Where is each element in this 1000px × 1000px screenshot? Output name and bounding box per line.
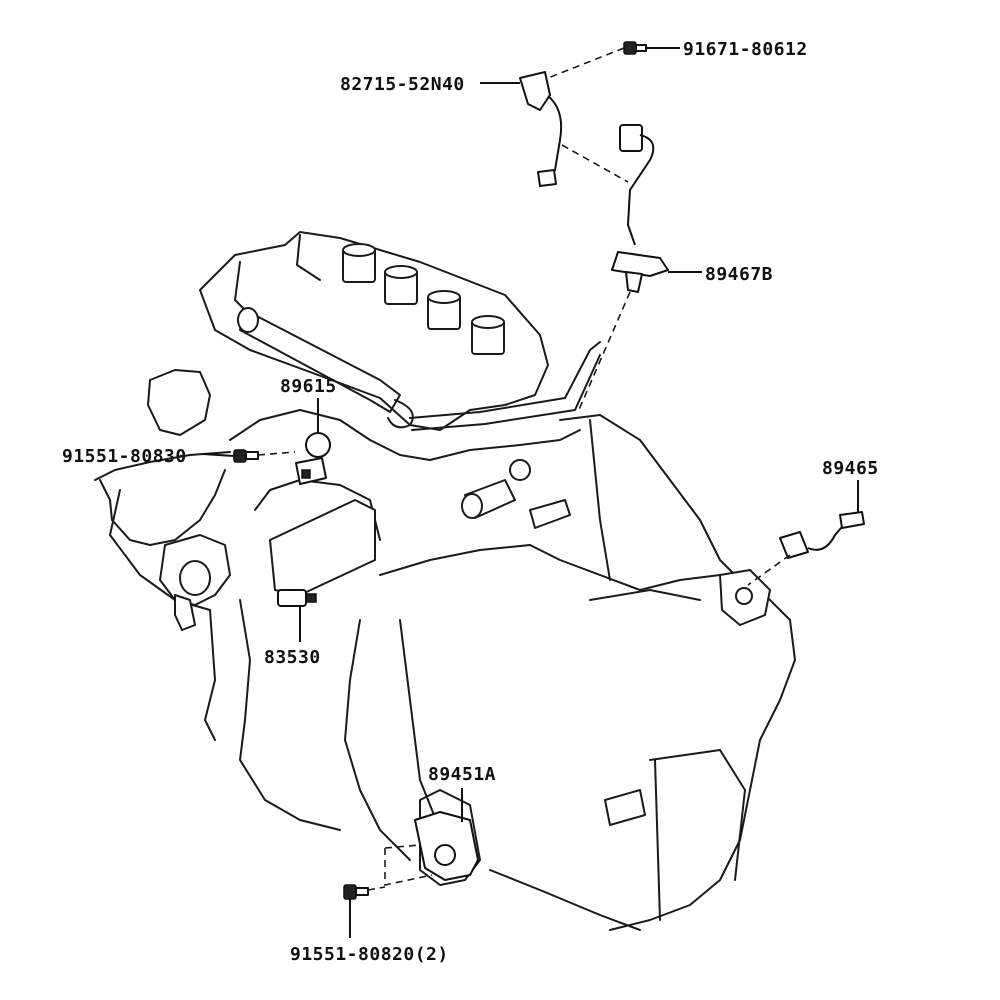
engine-block-illustration <box>94 231 796 931</box>
part-label-83530: 83530 <box>264 647 321 668</box>
part-label-91551-80830: 91551-80830 <box>62 446 187 467</box>
part-label-91551-80820: 91551-80820(2) <box>290 944 449 965</box>
bolt-91671-80612-icon <box>623 41 647 55</box>
bracket-82715-icon <box>519 71 563 187</box>
speed-sensor-89451a-icon <box>414 811 479 881</box>
dashed-assembly-lines <box>257 47 791 891</box>
part-label-89615: 89615 <box>280 376 337 397</box>
bolt-91551-80830-icon <box>233 449 259 463</box>
part-label-91671-80612: 91671-80612 <box>683 39 808 60</box>
part-label-89465: 89465 <box>822 458 879 479</box>
oil-pressure-switch-83530-icon <box>277 589 317 607</box>
part-label-82715-52n40: 82715-52N40 <box>340 74 465 95</box>
part-label-89451a: 89451A <box>428 764 496 785</box>
oxygen-sensor-89467b-icon <box>611 124 669 293</box>
crank-position-sensor-89465-icon <box>779 511 865 559</box>
callout-leader-lines <box>202 47 859 938</box>
bolt-91551-80820-icon <box>343 884 369 900</box>
coolant-temp-sensor-89615-icon <box>295 432 331 485</box>
part-label-89467b: 89467B <box>705 264 773 285</box>
